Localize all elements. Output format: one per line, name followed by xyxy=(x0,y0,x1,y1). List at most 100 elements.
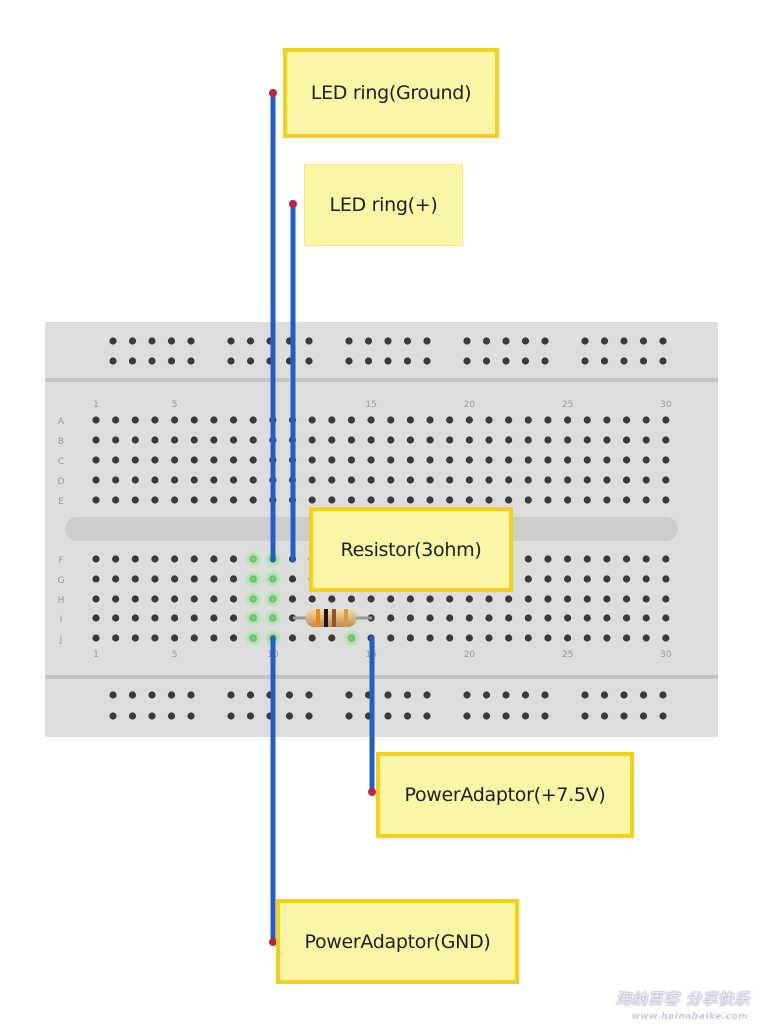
rail-hole xyxy=(187,337,195,345)
hole xyxy=(112,555,120,563)
rail-hole xyxy=(659,691,667,699)
rail-hole xyxy=(659,357,667,365)
hole xyxy=(544,436,552,444)
hole xyxy=(505,436,513,444)
hole xyxy=(112,595,120,603)
hole xyxy=(583,456,591,464)
callout-led-ground: LED ring(Ground) xyxy=(283,48,499,138)
hole xyxy=(524,555,532,563)
row-label: C xyxy=(58,457,64,467)
hole xyxy=(583,436,591,444)
hole xyxy=(406,496,414,504)
hole xyxy=(583,555,591,563)
rail-hole xyxy=(167,712,176,720)
rail-hole xyxy=(305,691,313,699)
hole xyxy=(544,575,552,583)
hole xyxy=(249,436,257,444)
wire-end-power-plus xyxy=(368,788,376,796)
rail-hole xyxy=(620,712,628,720)
rail-hole xyxy=(128,337,137,345)
hole xyxy=(603,416,611,424)
callout-power-plus: PowerAdaptor(+7.5V) xyxy=(376,752,634,838)
hole xyxy=(583,595,591,603)
hole xyxy=(151,496,159,504)
hole xyxy=(288,614,297,622)
rail-hole xyxy=(403,357,412,365)
hole xyxy=(524,456,532,464)
hole xyxy=(288,595,297,603)
hole xyxy=(446,476,454,484)
hole xyxy=(622,614,631,622)
rail-hole xyxy=(285,712,294,720)
hole xyxy=(210,436,218,444)
hole xyxy=(229,575,238,583)
rail-hole xyxy=(639,691,648,699)
hole xyxy=(446,436,454,444)
hole xyxy=(112,575,120,583)
hole xyxy=(662,634,670,642)
hole-highlight xyxy=(244,570,263,588)
watermark-chinese: 海纳百客 分享快乐 xyxy=(615,990,750,1008)
hole xyxy=(367,496,375,504)
rail-hole xyxy=(581,357,589,365)
column-label: 25 xyxy=(562,400,573,410)
hole xyxy=(190,496,198,504)
hole xyxy=(406,456,414,464)
hole xyxy=(367,476,375,484)
hole xyxy=(367,456,375,464)
rail-hole xyxy=(482,712,491,720)
rail-hole xyxy=(502,712,510,720)
rail-hole xyxy=(305,337,313,345)
rail-hole xyxy=(620,691,628,699)
hole xyxy=(151,436,159,444)
hole xyxy=(426,436,434,444)
hole xyxy=(210,496,218,504)
hole xyxy=(328,634,336,642)
hole xyxy=(171,476,179,484)
hole xyxy=(210,555,218,563)
hole xyxy=(622,634,631,642)
hole xyxy=(544,614,552,622)
hole xyxy=(603,496,611,504)
hole xyxy=(465,595,473,603)
rail-hole xyxy=(345,357,353,365)
hole xyxy=(151,555,159,563)
hole xyxy=(564,416,572,424)
rail-hole xyxy=(167,691,176,699)
rail-hole xyxy=(109,691,117,699)
hole xyxy=(406,416,414,424)
hole xyxy=(642,575,650,583)
rail-hole xyxy=(384,712,392,720)
hole xyxy=(367,595,375,603)
rail-hole xyxy=(541,691,549,699)
rail-hole xyxy=(463,691,471,699)
hole xyxy=(347,436,356,444)
hole xyxy=(190,456,198,464)
hole xyxy=(622,476,631,484)
resistor-band-1 xyxy=(316,609,320,627)
rail-hole xyxy=(502,691,510,699)
hole-highlight xyxy=(244,609,263,627)
hole xyxy=(171,575,179,583)
rail-hole xyxy=(128,712,137,720)
hole xyxy=(524,496,532,504)
hole xyxy=(328,436,336,444)
hole xyxy=(465,436,473,444)
hole xyxy=(387,614,395,622)
hole xyxy=(387,496,395,504)
rail-hole xyxy=(187,357,195,365)
rail-hole xyxy=(227,712,235,720)
hole xyxy=(603,634,611,642)
hole xyxy=(564,456,572,464)
hole xyxy=(347,496,356,504)
row-label: D xyxy=(58,477,65,487)
hole xyxy=(210,476,218,484)
hole xyxy=(328,456,336,464)
hole xyxy=(308,496,316,504)
hole xyxy=(524,614,532,622)
hole xyxy=(426,456,434,464)
hole xyxy=(308,476,316,484)
hole xyxy=(92,436,100,444)
hole xyxy=(583,416,591,424)
